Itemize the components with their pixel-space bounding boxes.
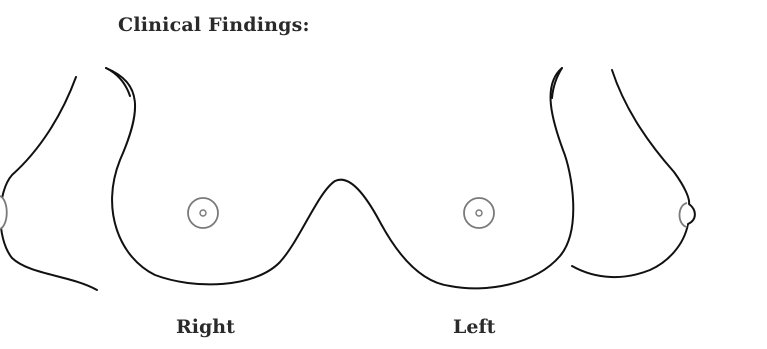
right-lateral-view	[0, 77, 97, 290]
left-lateral-contour	[572, 70, 695, 277]
left-lateral-view	[572, 70, 695, 277]
left-nipple	[476, 210, 482, 216]
right-nipple	[200, 210, 206, 216]
right-lateral-contour	[0, 77, 97, 290]
right-label: Right	[176, 316, 235, 338]
left-label: Left	[453, 316, 495, 338]
right-lateral-areola	[0, 196, 7, 229]
left-lateral-areola	[680, 203, 688, 227]
frontal-view	[106, 68, 573, 288]
frontal-contour	[106, 68, 573, 288]
